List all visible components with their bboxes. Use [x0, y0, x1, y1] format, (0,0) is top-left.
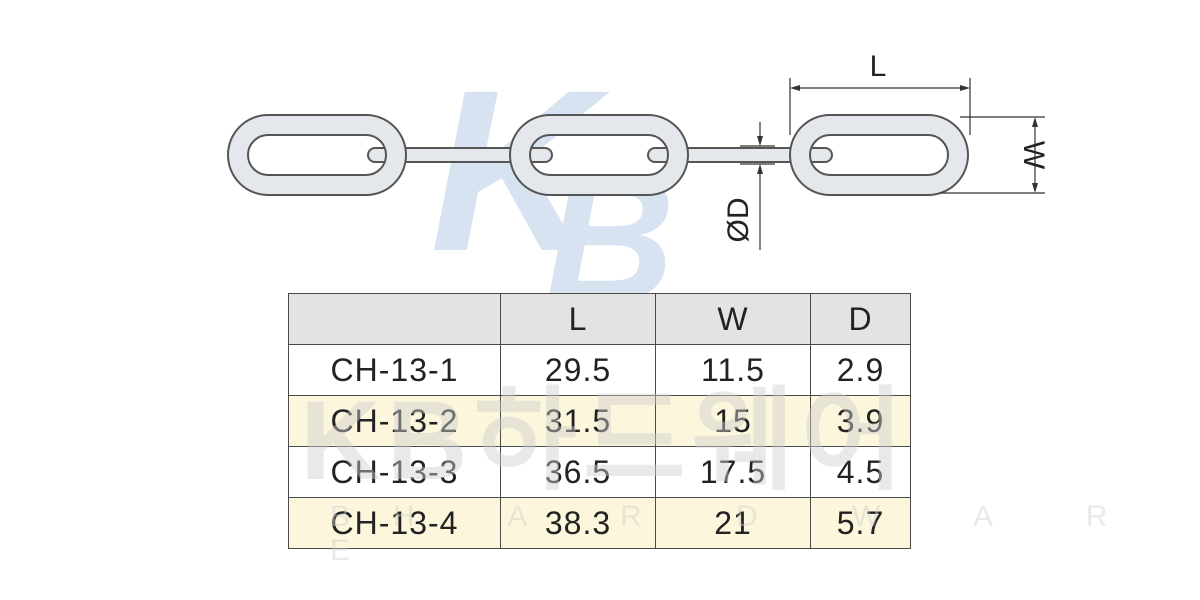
kb-logo-watermark: K B — [430, 42, 675, 339]
cell-model: CH-13-3 — [288, 446, 501, 498]
table-row: CH-13-3 36.5 17.5 4.5 — [288, 446, 911, 498]
cell-d: 4.5 — [810, 446, 911, 498]
table-row: CH-13-2 31.5 15 3.9 — [288, 395, 911, 447]
header-cell-d: D — [810, 293, 911, 345]
cell-d: 3.9 — [810, 395, 911, 447]
chain — [227, 114, 969, 196]
header-cell-model — [288, 293, 501, 345]
chain-link-3 — [789, 114, 969, 196]
dimension-length — [789, 78, 971, 135]
cell-w: 11.5 — [655, 344, 811, 396]
table-header-row: L W D — [288, 293, 911, 345]
dimension-diameter — [740, 122, 775, 250]
dimension-label-l: L — [870, 50, 887, 83]
cell-l: 29.5 — [500, 344, 656, 396]
cell-d: 5.7 — [810, 497, 911, 549]
cell-w: 15 — [655, 395, 811, 447]
cell-model: CH-13-4 — [288, 497, 501, 549]
chain-link-1 — [227, 114, 407, 196]
spec-table: L W D CH-13-1 29.5 11.5 2.9 CH-13-2 31.5… — [288, 293, 911, 549]
cell-model: CH-13-2 — [288, 395, 501, 447]
cell-w: 17.5 — [655, 446, 811, 498]
table-row: CH-13-1 29.5 11.5 2.9 — [288, 344, 911, 396]
cell-w: 21 — [655, 497, 811, 549]
dimension-label-d: ØD — [722, 198, 755, 243]
cell-model: CH-13-1 — [288, 344, 501, 396]
chain-link-2 — [509, 114, 689, 196]
dimension-label-w: W — [1017, 141, 1050, 170]
dimension-width — [940, 116, 1045, 194]
table-row: CH-13-4 38.3 21 5.7 — [288, 497, 911, 549]
cell-d: 2.9 — [810, 344, 911, 396]
cell-l: 31.5 — [500, 395, 656, 447]
header-cell-w: W — [655, 293, 811, 345]
cell-l: 38.3 — [500, 497, 656, 549]
header-cell-l: L — [500, 293, 656, 345]
cell-l: 36.5 — [500, 446, 656, 498]
